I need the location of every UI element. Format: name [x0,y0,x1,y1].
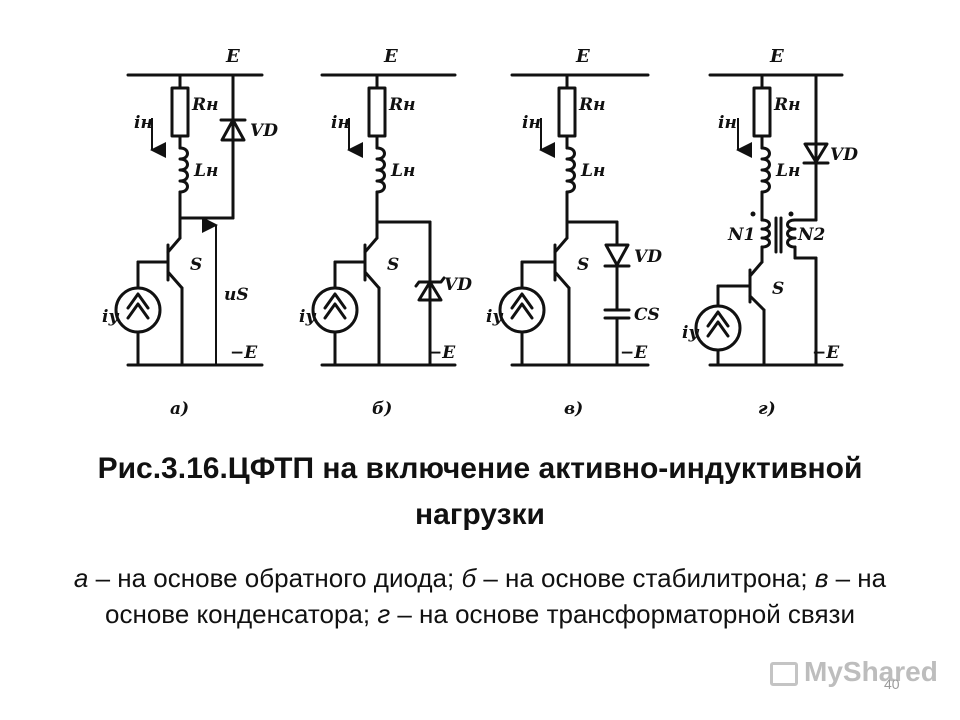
label-e-g: E [769,46,784,67]
label-minus-e-g: −E [812,343,840,363]
label-e-b: E [383,46,398,67]
watermark: MyShared [770,656,938,688]
label-ln-a: Lн [193,161,218,181]
label-in-v: iн [522,113,541,133]
caption-text-b: – на основе стабилитрона; [476,563,815,593]
label-rn-b: Rн [388,95,416,115]
label-in-b: iн [331,113,350,133]
label-n1: N1 [727,225,755,245]
presentation-icon [770,661,798,686]
label-ln-b: Lн [390,161,415,181]
panel-label-v: в) [564,399,583,419]
label-us: uS [224,285,249,305]
slide-title: Рис.3.16.ЦФТП на включение активно-индук… [97,452,863,531]
label-in-g: iн [718,113,737,133]
watermark-text: MyShared [804,656,938,687]
figure-caption: а – на основе обратного диода; б – на ос… [55,560,905,632]
caption-text-g: – на основе трансформаторной связи [390,599,855,629]
label-e-a: E [225,46,240,67]
label-rn-a: Rн [191,95,219,115]
panel-label-g: г) [758,399,776,419]
label-iy-b: iу [299,307,316,327]
label-vd-g: VD [830,145,858,165]
circuit-b [311,73,457,367]
caption-text-v: – на основе конденсатора; [105,563,887,629]
panel-label-b: б) [372,399,392,419]
label-e-v: E [575,46,590,67]
label-iy-v: iу [486,307,503,327]
label-in-a: iн [134,113,153,133]
label-rn-g: Rн [773,95,801,115]
label-n2: N2 [797,225,826,245]
caption-text-a: – на основе обратного диода; [88,563,462,593]
label-iy-g: iу [682,323,699,343]
caption-letter-a: а [73,563,89,593]
label-rn-v: Rн [578,95,606,115]
label-vd-a: VD [250,121,278,141]
circuit-diagrams: E E E E iн iн iн iн Rн Rн Rн Rн Lн Lн Lн… [102,46,858,419]
label-ln-v: Lн [580,161,605,181]
circuit-a [114,73,264,367]
page-number: 40 [884,676,900,692]
caption-letter-b: б [461,563,477,593]
circuit-diagram-figure: E E E E iн iн iн iн Rн Rн Rн Rн Lн Lн Lн… [102,46,858,419]
label-cs: CS [634,305,660,325]
label-iy-a: iу [102,307,119,327]
caption-letter-v: в [814,563,829,593]
caption-letter-g: г [377,599,391,629]
label-ln-g: Lн [775,161,800,181]
label-minus-e-a: −E [230,343,258,363]
label-s-a: S [190,255,202,275]
circuit-g [694,73,844,367]
label-minus-e-v: −E [620,343,648,363]
label-s-v: S [577,255,589,275]
label-vd-v: VD [634,247,662,267]
label-vd-b: VD [444,275,472,295]
label-minus-e-b: −E [428,343,456,363]
label-s-b: S [387,255,399,275]
label-s-g: S [772,279,784,299]
circuit-v [498,73,650,367]
panel-label-a: а) [170,399,189,419]
